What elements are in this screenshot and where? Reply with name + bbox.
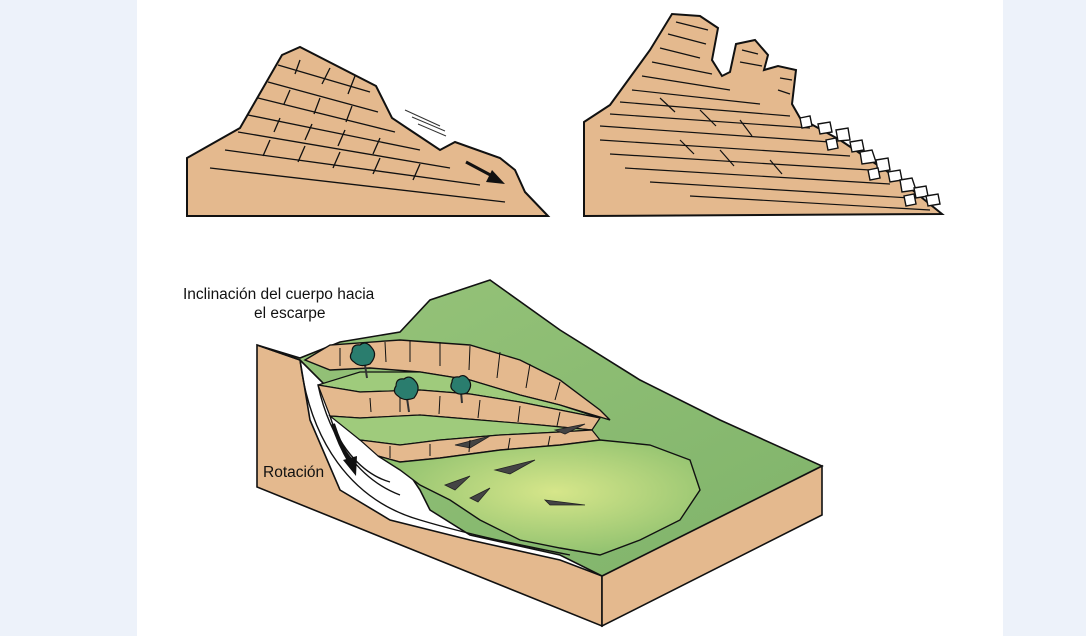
slide-rock-body [186, 45, 551, 217]
rotational-slump-block [256, 279, 824, 628]
slide-arrow-icon [465, 160, 505, 184]
main-scarp [303, 339, 611, 421]
tilt-label-line1: Inclinación del cuerpo hacia [183, 286, 375, 303]
rotation-label: Rotación [263, 464, 324, 481]
block-front-face [256, 343, 603, 628]
tree-icon [450, 374, 472, 404]
rock-debris [799, 115, 941, 207]
motion-streaks [404, 109, 447, 137]
toe-cracks [443, 423, 586, 506]
rockfall-panel [583, 12, 945, 218]
translational-slide-panel [186, 45, 551, 217]
crack-texture [599, 21, 931, 211]
slump-toe [377, 439, 701, 556]
rotation-arrow-icon [331, 423, 357, 476]
tree-icon [349, 342, 376, 379]
tree-icon [393, 376, 419, 413]
tilt-label-line2: el escarpe [254, 305, 326, 322]
cliff-rock-body [583, 12, 945, 218]
bedding-lines [209, 59, 506, 203]
